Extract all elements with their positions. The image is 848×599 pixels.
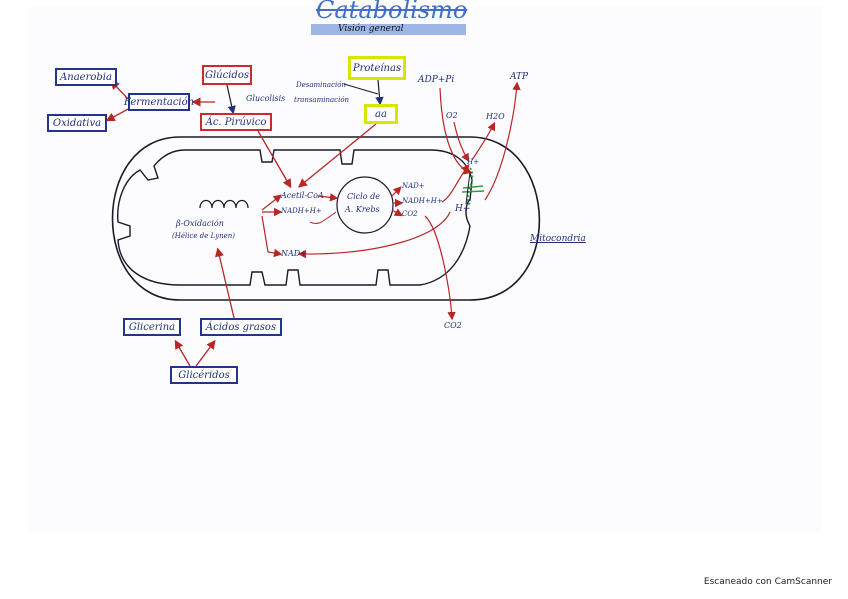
h-plus-top-label: H+ xyxy=(467,159,479,166)
ac-piruvico-box: Ác. Pirúvico xyxy=(200,113,272,131)
acetil-coa-label: Acetil-CoA xyxy=(281,192,324,200)
oxidativa-box: Oxidativa xyxy=(47,114,107,132)
krebs-label-line2: A. Krebs xyxy=(345,206,380,214)
h2o-label: H2O xyxy=(486,113,505,121)
lynen-helix xyxy=(200,201,248,209)
fermentacion-box: Fermentación xyxy=(128,93,190,111)
o2-label: O2 xyxy=(446,112,458,120)
krebs-label-line1: Ciclo de xyxy=(347,193,380,201)
nad-right-label: NAD+ xyxy=(402,183,425,190)
lynen-helix-label: (Hélice de Lynen) xyxy=(172,233,235,240)
nadh-left-label: NADH+H+ xyxy=(281,208,322,215)
h-plus-label: H+ xyxy=(455,205,470,214)
co2-bottom-label: CO2 xyxy=(444,322,462,330)
nadh-right-label: NADH+H+ xyxy=(402,198,443,205)
beta-oxidation-label: β-Oxidación xyxy=(176,220,224,228)
anaerobia-box: Anaerobia xyxy=(55,68,117,86)
atp-label: ATP xyxy=(510,73,528,82)
mitochondria-inner-membrane xyxy=(118,150,472,285)
scanner-watermark: Escaneado con CamScanner xyxy=(704,577,832,587)
desaminacion-label: Desaminación xyxy=(296,82,346,89)
proteinas-box: Proteínas xyxy=(348,56,406,80)
gliceridos-box: Glicéridos xyxy=(170,366,238,384)
transaminacion-label: transaminación xyxy=(294,97,349,104)
acidos-grasos-box: Ácidos grasos xyxy=(200,318,282,336)
co2-right-label: CO2 xyxy=(402,211,418,218)
glucolisis-label: Glucolisis xyxy=(246,95,285,103)
nad-bottom-label: NAD+ xyxy=(281,250,307,258)
glucidos-box: Glúcidos xyxy=(202,65,252,85)
aa-box: aa xyxy=(364,104,398,124)
adp-pi-label: ADP+Pi xyxy=(418,76,454,85)
glicerina-box: Glicerina xyxy=(123,318,181,336)
mitocondria-label: Mitocondria xyxy=(530,235,586,244)
